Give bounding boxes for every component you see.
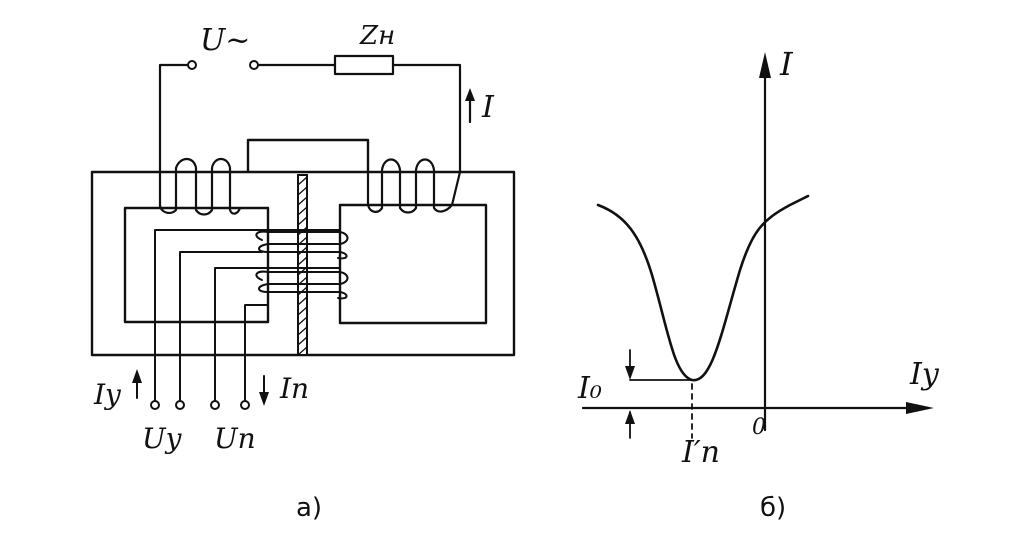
output-winding-left [158, 157, 242, 216]
control-current-arrow [132, 369, 142, 399]
bias-current-arrow [259, 375, 269, 406]
min-current-marker [625, 349, 693, 439]
min-current-label: I₀ [577, 371, 602, 406]
control-current-label: Iу [93, 378, 122, 411]
load-resistor [333, 54, 395, 76]
ac-circuit [158, 54, 475, 207]
control-terminal-1 [150, 400, 160, 410]
y-axis-label: I [779, 45, 794, 83]
bottom-terminals [150, 400, 250, 410]
source-terminal-left [187, 60, 197, 70]
circuit-diagram: U~ Zн I Iу Iп Uу Uп а) [90, 21, 516, 523]
bias-winding [214, 267, 349, 401]
x-axis-label: Iу [909, 357, 940, 392]
load-label: Zн [359, 21, 395, 51]
source-terminal-right [249, 60, 259, 70]
center-gap-bar [297, 174, 308, 356]
bias-voltage-label: Uп [214, 422, 256, 455]
origin-label: 0 [752, 415, 766, 440]
control-winding [154, 229, 349, 401]
right-core-window [338, 203, 488, 325]
circuit-caption: а) [296, 493, 322, 523]
characteristic-graph: I Iу 0 I₀ I′п б) [577, 45, 940, 523]
source-label: U~ [200, 23, 250, 58]
output-winding-right [366, 158, 462, 214]
control-voltage-label: Uу [142, 422, 183, 455]
bias-terminal-1 [210, 400, 220, 410]
bias-point-label: I′п [681, 435, 720, 470]
output-current-label: I [481, 90, 495, 125]
control-terminal-2 [175, 400, 185, 410]
bias-current-label: Iп [279, 372, 309, 405]
left-supply-wire [158, 63, 190, 207]
left-core-window [123, 206, 270, 324]
graph-caption: б) [760, 493, 786, 523]
bias-terminal-2 [240, 400, 250, 410]
right-supply-wire [391, 63, 462, 174]
